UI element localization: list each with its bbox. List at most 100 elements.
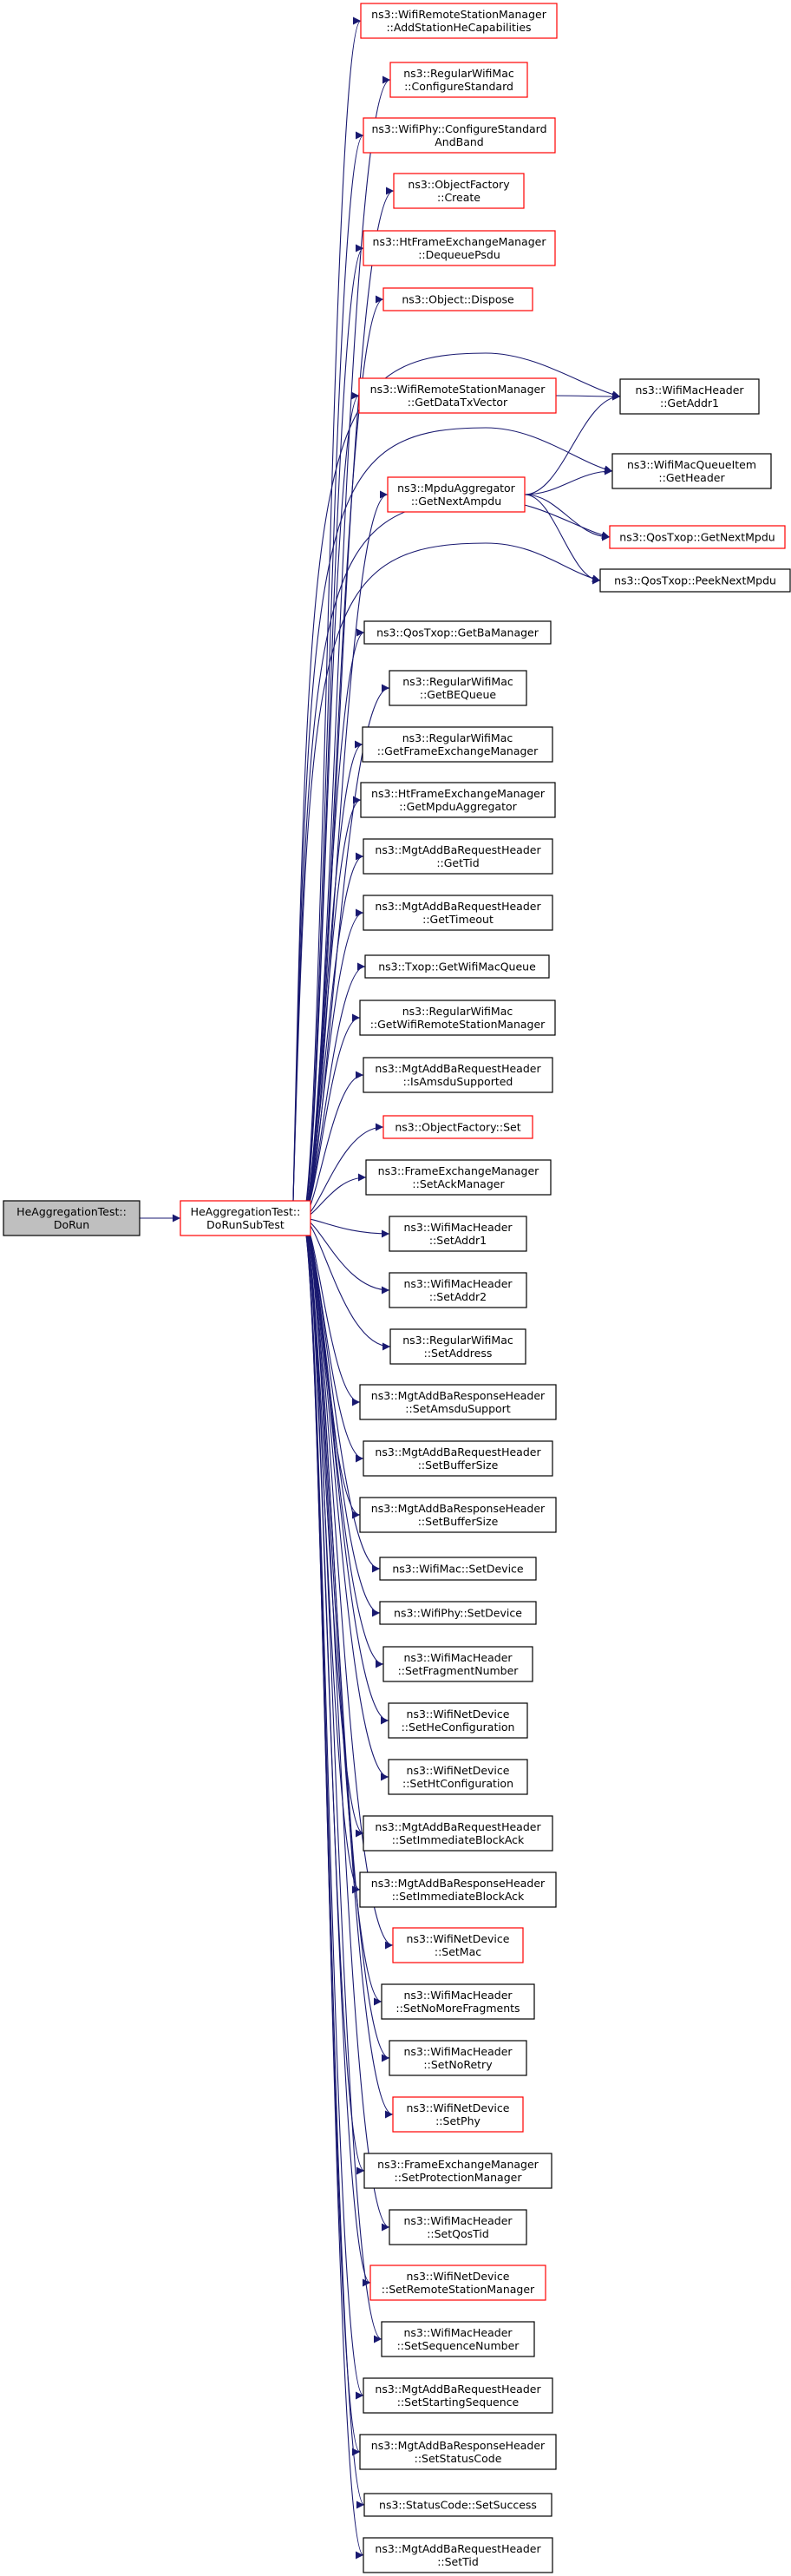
node-setaddr2[interactable]: ns3::WifiMacHeader::SetAddr2	[389, 1272, 527, 1308]
node-box	[392, 1927, 524, 1963]
node-isamsdu[interactable]: ns3::MgtAddBaRequestHeader::IsAmsduSuppo…	[363, 1057, 553, 1093]
node-label-line: ns3::RegularWifiMac	[402, 1334, 513, 1347]
node-dispose[interactable]: ns3::Object::Dispose	[382, 287, 533, 311]
node-box	[619, 378, 760, 415]
node-root[interactable]: HeAggregationTest::DoRun	[3, 1200, 141, 1236]
node-setnomore[interactable]: ns3::WifiMacHeader::SetNoMoreFragments	[381, 1983, 535, 2020]
node-box	[389, 2040, 527, 2076]
node-label-line: ::SetSequenceNumber	[397, 2339, 520, 2352]
node-label-line: ns3::FrameExchangeManager	[377, 2158, 539, 2171]
node-label-line: AndBand	[435, 135, 484, 148]
node-physetdev[interactable]: ns3::WifiPhy::SetDevice	[379, 1601, 537, 1625]
node-box	[611, 453, 772, 489]
node-box	[381, 1983, 535, 2020]
node-setfragnum[interactable]: ns3::WifiMacHeader::SetFragmentNumber	[382, 1646, 533, 1682]
node-setsuccess[interactable]: ns3::StatusCode::SetSuccess	[363, 2493, 552, 2517]
node-box	[369, 2265, 546, 2301]
node-box	[392, 2096, 524, 2133]
node-setseqnum[interactable]: ns3::WifiMacHeader::SetSequenceNumber	[381, 2321, 535, 2357]
node-getaddr1[interactable]: ns3::WifiMacHeader::GetAddr1	[619, 378, 760, 415]
node-peeknextmpdu[interactable]: ns3::QosTxop::PeekNextMpdu	[599, 568, 791, 593]
node-label-line: ::SetImmediateBlockAck	[392, 1890, 525, 1903]
node-getbequeue[interactable]: ns3::RegularWifiMac::GetBEQueue	[389, 670, 527, 706]
node-setimmreq[interactable]: ns3::MgtAddBaRequestHeader::SetImmediate…	[363, 1815, 553, 1852]
node-label-line: ::SetFragmentNumber	[398, 1664, 520, 1677]
node-gettid[interactable]: ns3::MgtAddBaRequestHeader::GetTid	[363, 838, 553, 875]
node-setrsm[interactable]: ns3::WifiNetDevice::SetRemoteStationMana…	[369, 2265, 546, 2301]
node-setamsdu[interactable]: ns3::MgtAddBaResponseHeader::SetAmsduSup…	[359, 1384, 557, 1420]
node-getfem[interactable]: ns3::RegularWifiMac::GetFrameExchangeMan…	[362, 726, 553, 763]
function-nodes: HeAggregationTest::DoRun HeAggregationTes…	[3, 3, 791, 2573]
node-label-line: ns3::WifiMacHeader	[635, 383, 744, 397]
edge-getnextampdu-to-getaddr1	[524, 392, 621, 495]
node-setbufreq[interactable]: ns3::MgtAddBaRequestHeader::SetBufferSiz…	[363, 1440, 553, 1477]
node-label-line: ::SetHeConfiguration	[402, 1721, 515, 1734]
node-box	[363, 117, 556, 154]
node-label-line: ::GetMpduAggregator	[399, 800, 517, 813]
node-box	[363, 2537, 553, 2573]
node-setaddress[interactable]: ns3::RegularWifiMac::SetAddress	[389, 1328, 526, 1365]
node-label-line: ::SetMac	[435, 1945, 481, 1958]
node-label-line: ns3::MgtAddBaRequestHeader	[375, 900, 541, 913]
node-label-line: ns3::WifiMacHeader	[403, 2045, 513, 2058]
edge-drst-to-setphy	[301, 1217, 394, 2119]
node-label-line: ns3::HtFrameExchangeManager	[373, 235, 547, 248]
node-box	[363, 2153, 552, 2189]
node-getheader[interactable]: ns3::WifiMacQueueItem::GetHeader	[611, 453, 772, 489]
node-getmpduagg[interactable]: ns3::HtFrameExchangeManager::GetMpduAggr…	[360, 782, 556, 818]
node-box	[389, 2209, 527, 2245]
node-box	[363, 1440, 553, 1477]
node-label-line: ns3::RegularWifiMac	[402, 731, 513, 744]
node-label-line: ns3::MgtAddBaRequestHeader	[375, 1445, 541, 1458]
node-setstatuscode[interactable]: ns3::MgtAddBaResponseHeader::SetStatusCo…	[359, 2434, 557, 2470]
node-setbufresp[interactable]: ns3::MgtAddBaResponseHeader::SetBufferSi…	[359, 1497, 557, 1533]
node-label-line: ns3::WifiMacQueueItem	[627, 458, 756, 471]
node-sethtcfg[interactable]: ns3::WifiNetDevice::SetHtConfiguration	[388, 1759, 528, 1795]
node-label-line: ns3::MgtAddBaResponseHeader	[371, 2439, 546, 2452]
node-gettimeout[interactable]: ns3::MgtAddBaRequestHeader::GetTimeout	[363, 895, 553, 931]
node-setmac[interactable]: ns3::WifiNetDevice::SetMac	[392, 1927, 524, 1963]
node-setnoretry[interactable]: ns3::WifiMacHeader::SetNoRetry	[389, 2040, 527, 2076]
node-label-line: ::IsAmsduSupported	[403, 1075, 513, 1088]
node-setqostid[interactable]: ns3::WifiMacHeader::SetQosTid	[389, 2209, 527, 2245]
node-getwmq[interactable]: ns3::Txop::GetWifiMacQueue	[364, 954, 550, 979]
node-settid[interactable]: ns3::MgtAddBaRequestHeader::SetTid	[363, 2537, 553, 2573]
node-sethecfg[interactable]: ns3::WifiNetDevice::SetHeConfiguration	[388, 1702, 528, 1739]
edge-drst-to-addsta	[301, 16, 362, 1219]
node-box	[381, 2321, 535, 2357]
node-label-line: ::GetDataTxVector	[408, 396, 508, 409]
node-drst[interactable]: HeAggregationTest::DoRunSubTest	[180, 1200, 311, 1236]
node-label-line: ns3::Object::Dispose	[402, 293, 514, 306]
node-box	[363, 2377, 553, 2414]
node-getnextmpdu[interactable]: ns3::QosTxop::GetNextMpdu	[609, 525, 786, 549]
node-getnextampdu[interactable]: ns3::MpduAggregator::GetNextAmpdu	[387, 476, 526, 513]
node-label-line: ::GetAddr1	[660, 397, 719, 410]
node-ofcreate[interactable]: ns3::ObjectFactory::Create	[393, 173, 525, 209]
node-box	[388, 1702, 528, 1739]
node-setprotmgr[interactable]: ns3::FrameExchangeManager::SetProtection…	[363, 2153, 552, 2189]
node-dequeue[interactable]: ns3::HtFrameExchangeManager::DequeuePsdu	[363, 230, 556, 266]
node-setimmresp[interactable]: ns3::MgtAddBaResponseHeader::SetImmediat…	[359, 1871, 557, 1908]
node-box	[3, 1200, 141, 1236]
node-ofset[interactable]: ns3::ObjectFactory::Set	[382, 1115, 533, 1139]
node-setaddr1[interactable]: ns3::WifiMacHeader::SetAddr1	[389, 1216, 527, 1252]
node-getwrsm[interactable]: ns3::RegularWifiMac::GetWifiRemoteStatio…	[359, 1000, 556, 1036]
node-setackmgr[interactable]: ns3::FrameExchangeManager::SetAckManager	[365, 1159, 552, 1196]
node-box	[609, 525, 786, 549]
node-setstartseq[interactable]: ns3::MgtAddBaRequestHeader::SetStartingS…	[363, 2377, 553, 2414]
node-box	[359, 2434, 557, 2470]
node-getdatatx[interactable]: ns3::WifiRemoteStationManager::GetDataTx…	[358, 377, 557, 414]
node-label-line: ::SetNoMoreFragments	[396, 2002, 520, 2015]
node-addsta[interactable]: ns3::WifiRemoteStationManager::AddStatio…	[360, 3, 558, 39]
node-label-line: ::SetAckManager	[412, 1177, 505, 1190]
edge-drst-to-peeknextmpdu	[292, 542, 601, 1202]
node-box	[389, 1328, 526, 1365]
node-label-line: ns3::RegularWifiMac	[403, 67, 514, 80]
node-macsetdev[interactable]: ns3::WifiMac::SetDevice	[379, 1557, 537, 1581]
node-label-line: ::SetRemoteStationManager	[382, 2283, 535, 2296]
node-getbamgr[interactable]: ns3::QosTxop::GetBaManager	[363, 620, 552, 645]
node-setphy[interactable]: ns3::WifiNetDevice::SetPhy	[392, 2096, 524, 2133]
node-confstd[interactable]: ns3::RegularWifiMac::ConfigureStandard	[389, 62, 528, 98]
node-box	[364, 954, 550, 979]
